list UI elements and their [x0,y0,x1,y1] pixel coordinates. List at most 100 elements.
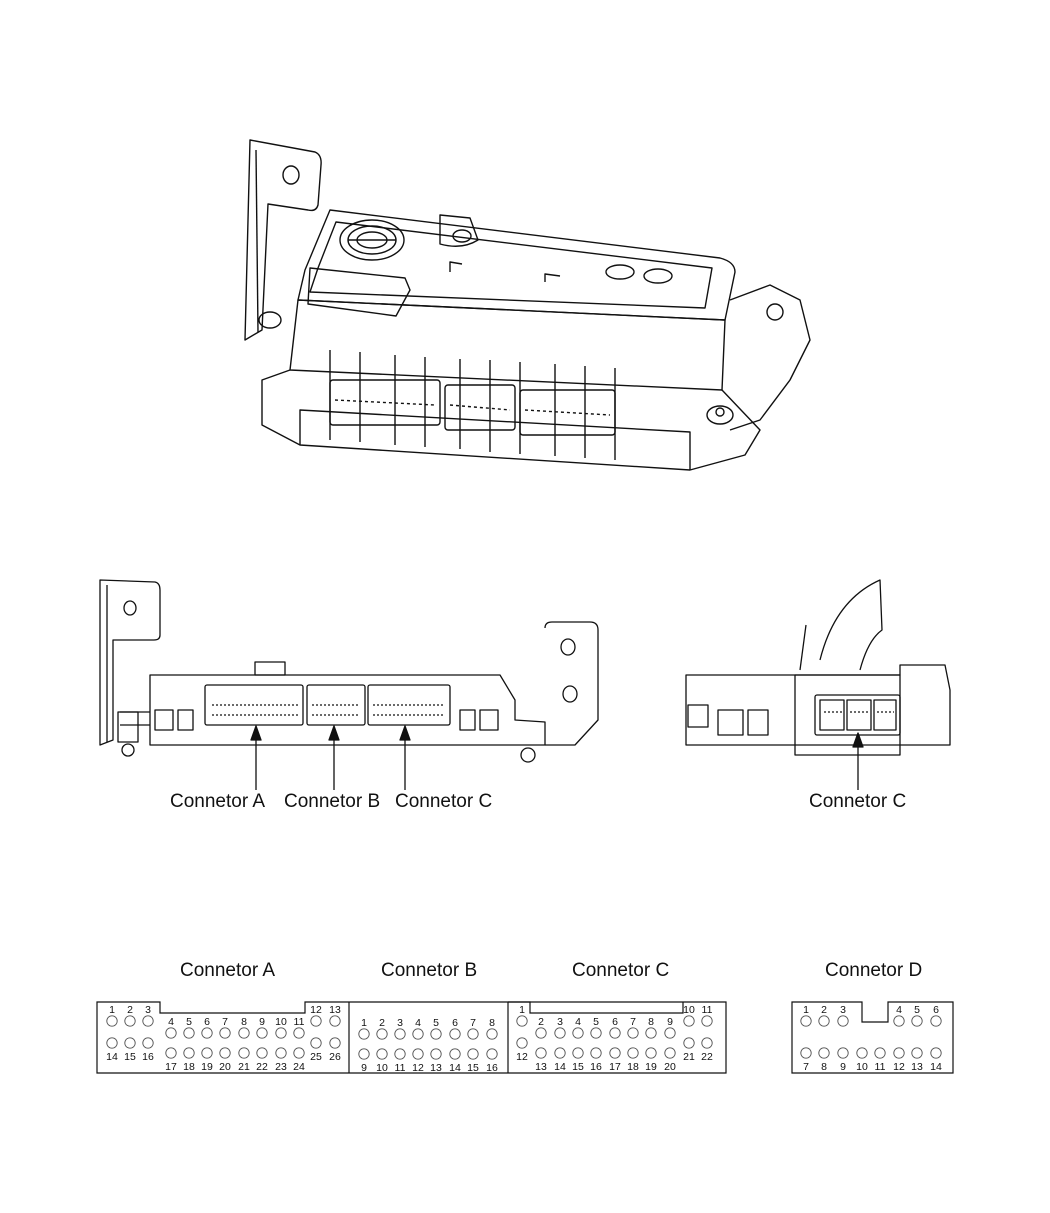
pin-d-3 [838,1016,848,1026]
pin-d-4 [894,1016,904,1026]
pin-c-16 [591,1048,601,1058]
pin-a-21 [239,1048,249,1058]
pin-label-a-23: 23 [275,1061,287,1073]
pin-a-9 [257,1028,267,1038]
pin-b-11 [395,1049,405,1059]
pin-label-d-10: 10 [856,1061,868,1073]
pin-c-15 [573,1048,583,1058]
pin-label-c-1: 1 [519,1004,525,1016]
pin-a-4 [166,1028,176,1038]
pin-c-11 [702,1016,712,1026]
pin-label-a-4: 4 [168,1016,174,1028]
pin-label-c-10: 10 [683,1004,695,1016]
pin-label-a-25: 25 [310,1051,322,1063]
pin-d-13 [912,1048,922,1058]
pin-label-c-2: 2 [538,1016,544,1028]
pin-c-22 [702,1038,712,1048]
pin-label-d-9: 9 [840,1061,846,1073]
pinout-title-connector-a: Connetor A [180,960,276,981]
pin-label-d-7: 7 [803,1061,809,1073]
pin-label-a-17: 17 [165,1061,177,1073]
pin-b-13 [431,1049,441,1059]
pin-d-14 [931,1048,941,1058]
pin-d-12 [894,1048,904,1058]
pinout-title-connector-d: Connetor D [825,960,923,981]
connector-d-outline [792,1002,953,1073]
pin-label-b-15: 15 [467,1062,479,1074]
pin-label-b-12: 12 [412,1062,424,1074]
pin-a-10 [276,1028,286,1038]
pin-label-a-3: 3 [145,1004,151,1016]
pin-b-8 [487,1029,497,1039]
pin-label-b-11: 11 [395,1062,406,1074]
pin-label-b-8: 8 [489,1017,495,1029]
pin-label-c-19: 19 [645,1061,657,1073]
pin-label-d-13: 13 [911,1061,923,1073]
pin-label-a-21: 21 [238,1061,250,1073]
pin-label-a-14: 14 [106,1051,118,1063]
pin-d-1 [801,1016,811,1026]
pin-a-2 [125,1016,135,1026]
pin-b-10 [377,1049,387,1059]
pin-label-b-14: 14 [449,1062,461,1074]
pin-c-12 [517,1038,527,1048]
pin-c-5 [591,1028,601,1038]
pin-b-14 [450,1049,460,1059]
pin-c-1 [517,1016,527,1026]
pin-b-12 [413,1049,423,1059]
pin-label-b-3: 3 [397,1017,403,1029]
pin-label-b-4: 4 [415,1017,421,1029]
pin-b-16 [487,1049,497,1059]
pin-b-3 [395,1029,405,1039]
pin-label-d-11: 11 [875,1061,886,1073]
pin-b-9 [359,1049,369,1059]
pin-label-a-22: 22 [256,1061,268,1073]
pin-a-1 [107,1016,117,1026]
pin-label-a-2: 2 [127,1004,133,1016]
pin-d-10 [857,1048,867,1058]
side-label-connector-b: Connetor B [284,791,381,812]
pin-label-c-11: 11 [702,1004,713,1016]
pin-d-2 [819,1016,829,1026]
pin-label-b-9: 9 [361,1062,367,1074]
pin-label-d-8: 8 [821,1061,827,1073]
pin-label-b-10: 10 [376,1062,388,1074]
pin-a-26 [330,1038,340,1048]
pin-a-17 [166,1048,176,1058]
pin-a-11 [294,1028,304,1038]
side-label-connector-c: Connetor C [395,791,493,812]
pin-d-6 [931,1016,941,1026]
pin-label-a-24: 24 [293,1061,305,1073]
pin-a-25 [311,1038,321,1048]
pin-c-8 [646,1028,656,1038]
pin-label-d-3: 3 [840,1004,846,1016]
pin-label-b-1: 1 [361,1017,367,1029]
pin-label-b-13: 13 [430,1062,442,1074]
pin-b-15 [468,1049,478,1059]
pin-label-c-6: 6 [612,1016,618,1028]
pin-d-8 [819,1048,829,1058]
pin-label-c-22: 22 [701,1051,713,1063]
pin-label-a-19: 19 [201,1061,213,1073]
pin-label-c-14: 14 [554,1061,566,1073]
pin-label-c-18: 18 [627,1061,639,1073]
pin-label-c-5: 5 [593,1016,599,1028]
pin-label-c-9: 9 [667,1016,673,1028]
pin-a-18 [184,1048,194,1058]
pin-label-a-11: 11 [294,1016,305,1028]
pin-label-b-2: 2 [379,1017,385,1029]
pin-label-c-21: 21 [683,1051,695,1063]
pin-c-13 [536,1048,546,1058]
pin-label-b-7: 7 [470,1017,476,1029]
pin-c-9 [665,1028,675,1038]
pin-label-d-1: 1 [803,1004,809,1016]
side-label-connector-a: Connetor A [170,791,266,812]
pin-label-a-6: 6 [204,1016,210,1028]
pin-label-d-14: 14 [930,1061,942,1073]
pinout-title-connector-c: Connetor C [572,960,670,981]
pin-c-10 [684,1016,694,1026]
pin-label-c-13: 13 [535,1061,547,1073]
pin-a-3 [143,1016,153,1026]
pin-a-19 [202,1048,212,1058]
pin-label-c-4: 4 [575,1016,581,1028]
